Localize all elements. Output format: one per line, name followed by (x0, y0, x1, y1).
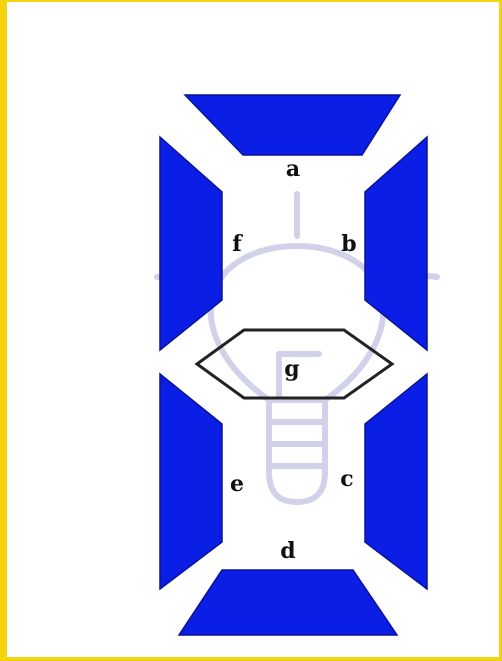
segment-e (160, 374, 222, 589)
segment-d-label: d (280, 538, 295, 564)
segment-e-label: e (230, 471, 244, 497)
segment-d (179, 570, 397, 635)
segment-b-label: b (341, 231, 356, 257)
segment-c (365, 374, 427, 589)
segment-b (365, 137, 427, 350)
seven-segment-diagram: a b c d e f g (7, 2, 502, 661)
segment-a (185, 95, 400, 155)
segment-a-label: a (286, 156, 300, 182)
segment-g-label: g (284, 356, 299, 382)
segment-c-label: c (340, 466, 353, 492)
segment-f-label: f (232, 231, 243, 257)
